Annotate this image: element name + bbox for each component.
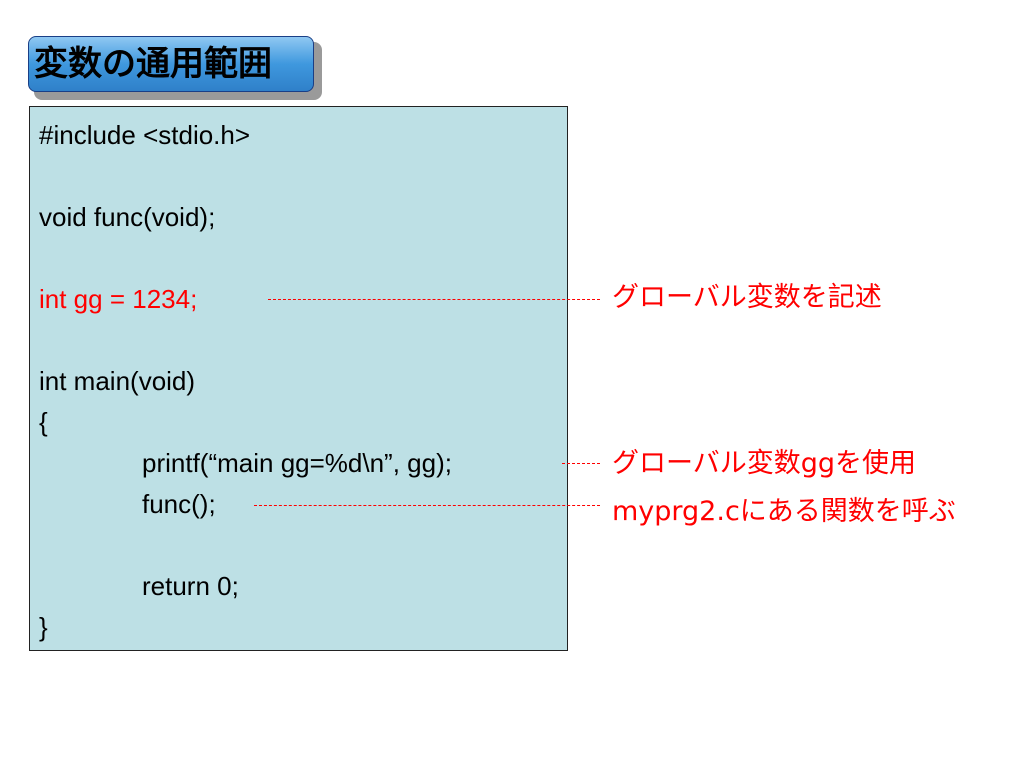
code-line-return: return 0; [142,571,239,601]
code-line-printf: printf(“main gg=%d\n”, gg); [142,448,452,478]
connector-global-declaration [268,299,600,300]
annotation-global-use: グローバル変数ggを使用 [612,448,917,479]
code-listing [29,106,568,651]
annotation-call-func: myprg2.cにある関数を呼ぶ [612,496,956,527]
connector-global-use [562,463,600,464]
title-badge [28,36,314,92]
code-line-prototype: void func(void); [39,202,216,232]
code-line-include: #include <stdio.h> [39,120,251,150]
code-line-func-call: func(); [142,489,216,519]
connector-func-call [254,505,600,506]
slide-title: 変数の通用範囲 [34,44,272,84]
annotation-global-declaration: グローバル変数を記述 [612,282,882,313]
code-line-open-brace: { [39,407,48,437]
code-line-global-declaration: int gg = 1234; [39,284,198,314]
code-line-close-brace: } [39,612,48,642]
code-line-main-signature: int main(void) [39,366,196,396]
